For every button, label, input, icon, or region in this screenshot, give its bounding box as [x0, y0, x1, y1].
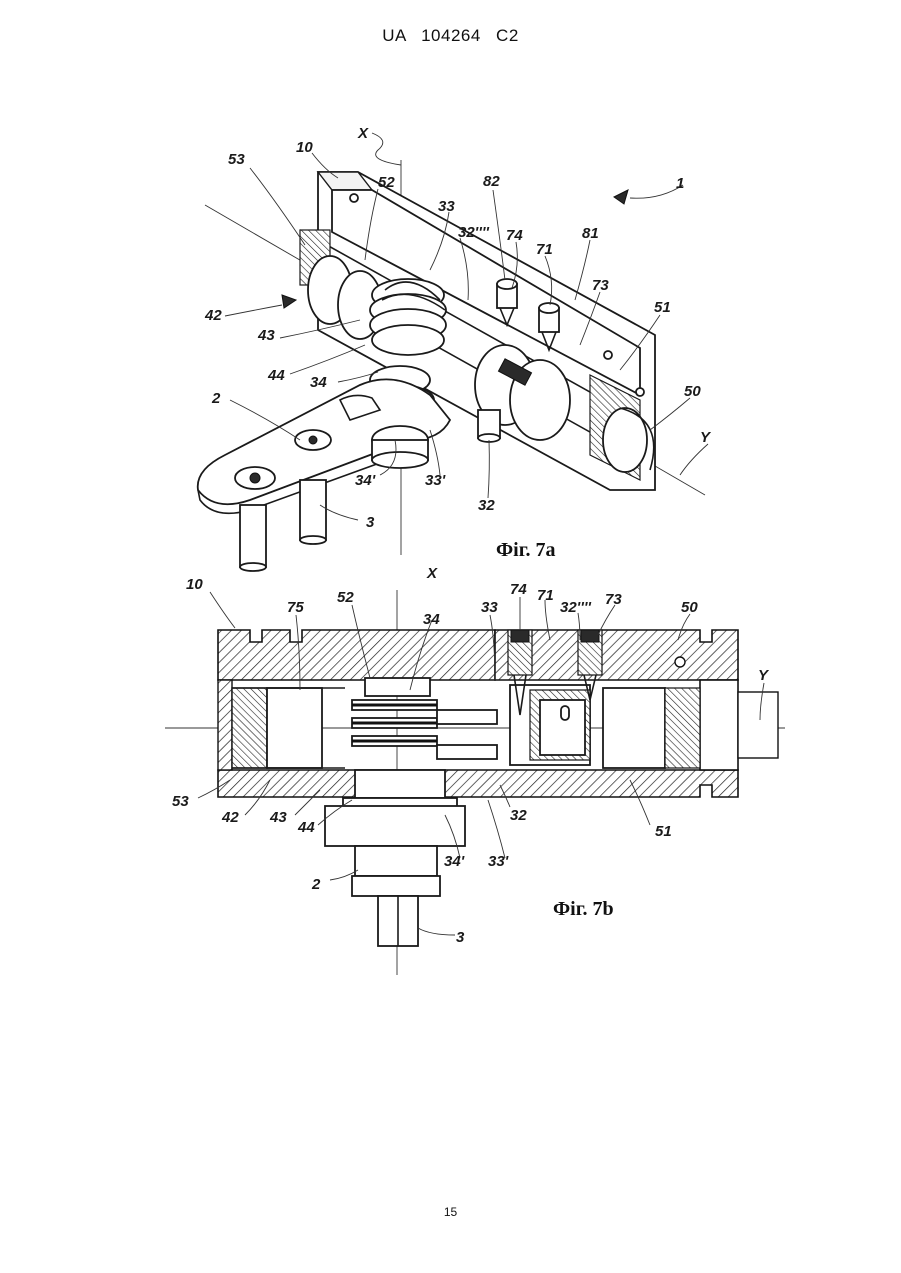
label-32-quad-prime-7b: 32'''' [560, 599, 591, 616]
label-71-7a: 71 [536, 241, 553, 258]
label-y-7a: Y [700, 429, 712, 446]
label-74-7b: 74 [510, 581, 527, 598]
label-51-7b: 51 [655, 823, 672, 840]
label-74-7a: 74 [506, 227, 523, 244]
label-33-prime-7a: 33' [425, 472, 446, 489]
label-32-7a: 32 [478, 497, 495, 514]
cam-discs-7b [352, 678, 497, 759]
label-3-7a: 3 [366, 514, 375, 531]
label-50-7a: 50 [684, 383, 701, 400]
label-33-prime-7b: 33' [488, 853, 509, 870]
label-34-prime-7a: 34' [355, 472, 376, 489]
label-42-7a: 42 [204, 307, 222, 324]
label-34-7b: 34 [423, 611, 440, 628]
label-73-7b: 73 [605, 591, 622, 608]
label-y-7b: Y [758, 667, 770, 684]
arrow-42-7a [282, 295, 296, 308]
label-52-7b: 52 [337, 589, 354, 606]
label-32-7b: 32 [510, 807, 527, 824]
arrow-1-7a [614, 190, 628, 204]
label-43-7a: 43 [257, 327, 275, 344]
label-2-7b: 2 [311, 876, 321, 893]
page-number: 15 [0, 1205, 901, 1219]
label-33-7b: 33 [481, 599, 498, 616]
label-x-7a: X [357, 125, 369, 142]
label-75-7b: 75 [287, 599, 304, 616]
label-52-7a: 52 [378, 174, 395, 191]
label-10-7b: 10 [186, 576, 203, 593]
label-34-7a: 34 [310, 374, 327, 391]
label-10-7a: 10 [296, 139, 313, 156]
figure-7a-caption: Фіг. 7а [496, 539, 556, 561]
label-53-7a: 53 [228, 151, 245, 168]
label-34-prime-7b: 34' [444, 853, 465, 870]
label-44-7a: 44 [267, 367, 285, 384]
figure-7b-caption: Фіг. 7b [553, 898, 614, 920]
label-73-7a: 73 [592, 277, 609, 294]
label-50-7b: 50 [681, 599, 698, 616]
label-82-7a: 82 [483, 173, 500, 190]
label-43-7b: 43 [269, 809, 287, 826]
label-x-7b: X [426, 565, 438, 582]
label-2-7a: 2 [211, 390, 221, 407]
label-33-7a: 33 [438, 198, 455, 215]
label-53-7b: 53 [172, 793, 189, 810]
label-81-7a: 81 [582, 225, 599, 242]
slider-7b [510, 685, 700, 768]
figure-7b: X 10 75 52 34 33 74 71 32'''' 73 50 Y 53… [165, 565, 785, 975]
figure-7a: X 10 53 52 33 82 32'''' 74 71 81 1 73 51… [198, 125, 712, 571]
label-32-quad-prime-7a: 32'''' [458, 224, 489, 241]
label-3-7b: 3 [456, 929, 465, 946]
label-71-7b: 71 [537, 587, 554, 604]
label-1-7a: 1 [676, 175, 684, 192]
label-42-7b: 42 [221, 809, 239, 826]
label-44-7b: 44 [297, 819, 315, 836]
label-51-7a: 51 [654, 299, 671, 316]
